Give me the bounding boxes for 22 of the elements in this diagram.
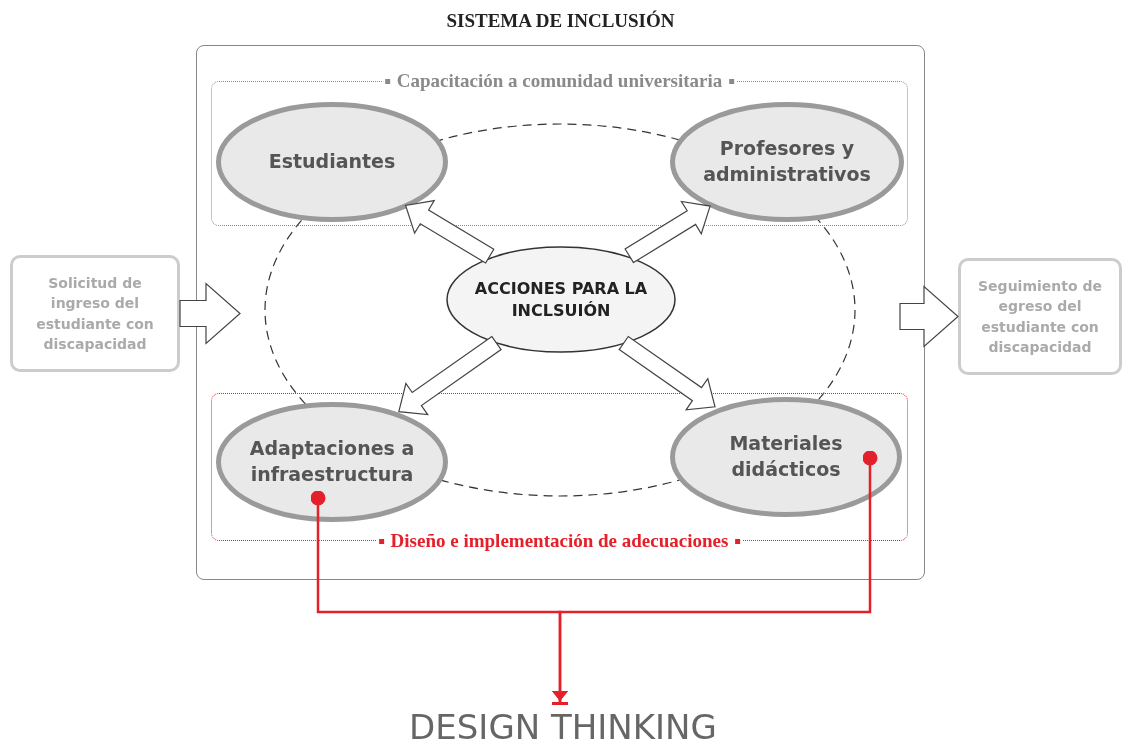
block-arrow [618, 335, 716, 411]
ellipse-node [670, 102, 904, 222]
node-label: Solicitud de ingreso del estudiante con discapacidad [35, 273, 155, 354]
block-arrow [624, 200, 711, 264]
process-box [958, 258, 1122, 375]
node-label: Estudiantes [267, 149, 397, 175]
block-arrow [404, 199, 495, 264]
ellipse-node [670, 397, 902, 517]
node-label: ACCIONES PARA LA INCLSUIÓN [473, 277, 649, 322]
heading-text: DESIGN THINKING [409, 707, 717, 747]
ellipse-node [446, 246, 676, 353]
block-arrow [179, 282, 241, 345]
block-arrow [398, 335, 502, 416]
process-box [10, 255, 180, 372]
node-label: Materiales didácticos [728, 431, 844, 482]
node-label: Seguimiento de egreso del estudiante con discapacidad [977, 276, 1103, 357]
node-label: Profesores y administrativos [702, 136, 872, 187]
ellipse-node [216, 102, 448, 222]
block-arrow [899, 285, 959, 348]
node-label: Adaptaciones a infraestructura [248, 436, 416, 487]
frame-title: SISTEMA DE INCLUSIÓN [445, 10, 676, 32]
ellipse-node [216, 402, 448, 522]
